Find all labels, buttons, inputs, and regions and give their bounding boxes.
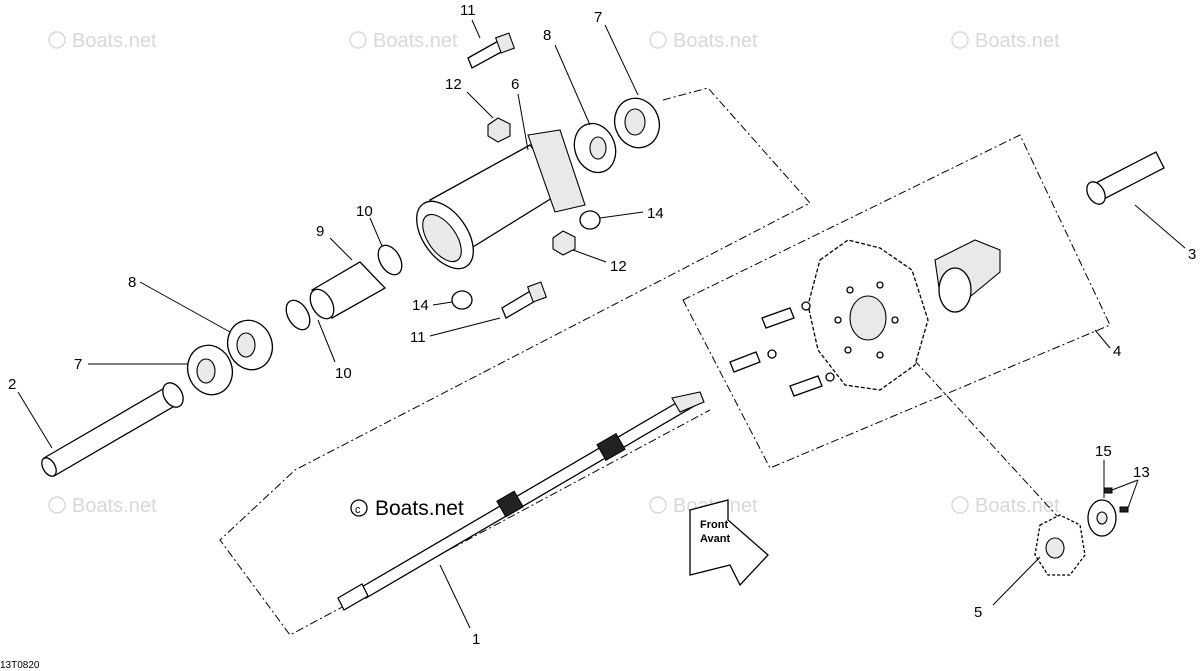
- watermark: Boats.net: [48, 495, 157, 517]
- bearing-part-7-upper: [613, 97, 661, 149]
- callout-12-upper: 12: [445, 76, 462, 93]
- svg-text:Boats.net: Boats.net: [373, 30, 458, 52]
- watermark: Boats.net: [649, 30, 758, 52]
- callout-7-lower: 7: [74, 356, 82, 373]
- leader-lines: [17, 19, 1186, 629]
- callout-1: 1: [472, 631, 480, 648]
- callout-8-upper: 8: [543, 27, 551, 44]
- svg-text:Avant: Avant: [700, 533, 730, 545]
- callout-10-lower: 10: [335, 365, 352, 382]
- washer-part-14-lower: [451, 290, 473, 310]
- callout-10-upper: 10: [356, 203, 373, 220]
- tube-part-3: [1086, 151, 1165, 205]
- callout-11-lower: 11: [410, 329, 426, 346]
- ring-part-10-upper: [377, 244, 403, 276]
- callout-12-lower: 12: [610, 258, 627, 275]
- shaft-part-1: [337, 391, 705, 611]
- callout-4: 4: [1113, 343, 1121, 360]
- callout-2: 2: [8, 376, 16, 393]
- callout-13: 13: [1133, 464, 1150, 481]
- front-arrow: Front Avant: [689, 499, 769, 587]
- bolt-part-11-upper: [467, 32, 516, 69]
- sprocket-part-5: [1034, 514, 1086, 576]
- svg-text:Boats.net: Boats.net: [375, 497, 464, 520]
- screw-part-13-lower: [1119, 506, 1129, 513]
- watermark: Boats.net: [349, 30, 458, 52]
- copyright-mark: c Boats.net: [350, 497, 464, 520]
- callout-8-lower: 8: [128, 274, 136, 291]
- svg-text:Front: Front: [700, 519, 728, 531]
- callout-3: 3: [1188, 246, 1196, 263]
- svg-text:Boats.net: Boats.net: [72, 495, 157, 517]
- callout-5: 5: [974, 604, 982, 621]
- ring-part-10-lower: [285, 299, 311, 331]
- callout-14-lower: 14: [412, 297, 429, 314]
- washer-part-14-upper: [579, 210, 601, 230]
- svg-text:Boats.net: Boats.net: [975, 495, 1060, 517]
- callout-11-upper: 11: [460, 2, 476, 19]
- callout-7-upper: 7: [594, 9, 602, 26]
- nut-part-12-upper: [487, 117, 511, 143]
- bearing-part-7-lower: [186, 344, 234, 396]
- housing-part-6: [416, 129, 586, 270]
- svg-text:Boats.net: Boats.net: [975, 30, 1060, 52]
- callout-numbers: 1 2 3 4 5 6 7 7 8 8 9 10 10 11 11 12 12 …: [8, 2, 1196, 648]
- svg-text:Boats.net: Boats.net: [673, 30, 758, 52]
- tube-part-2: [41, 382, 184, 477]
- svg-text:c: c: [355, 504, 361, 516]
- drawing-code: 13T0820: [0, 660, 40, 671]
- bolt-part-11-lower: [501, 281, 548, 319]
- plate-part-15: [1087, 499, 1117, 537]
- callout-14-upper: 14: [647, 205, 664, 222]
- callout-9: 9: [316, 223, 324, 240]
- watermark: Boats.net: [48, 30, 157, 52]
- watermark: Boats.net: [951, 30, 1060, 52]
- sprocket-part-4: [729, 239, 1001, 397]
- assembly-outlines: [219, 87, 1111, 636]
- svg-text:Boats.net: Boats.net: [72, 30, 157, 52]
- sleeve-part-9: [309, 261, 387, 320]
- watermark: Boats.net: [951, 495, 1060, 517]
- screw-part-13-upper: [1103, 487, 1113, 494]
- bearing-part-8-lower: [226, 319, 274, 371]
- nut-part-12-lower: [552, 230, 576, 256]
- bearing-part-8-upper: [573, 122, 617, 174]
- callout-15: 15: [1095, 443, 1112, 460]
- callout-6: 6: [511, 76, 519, 93]
